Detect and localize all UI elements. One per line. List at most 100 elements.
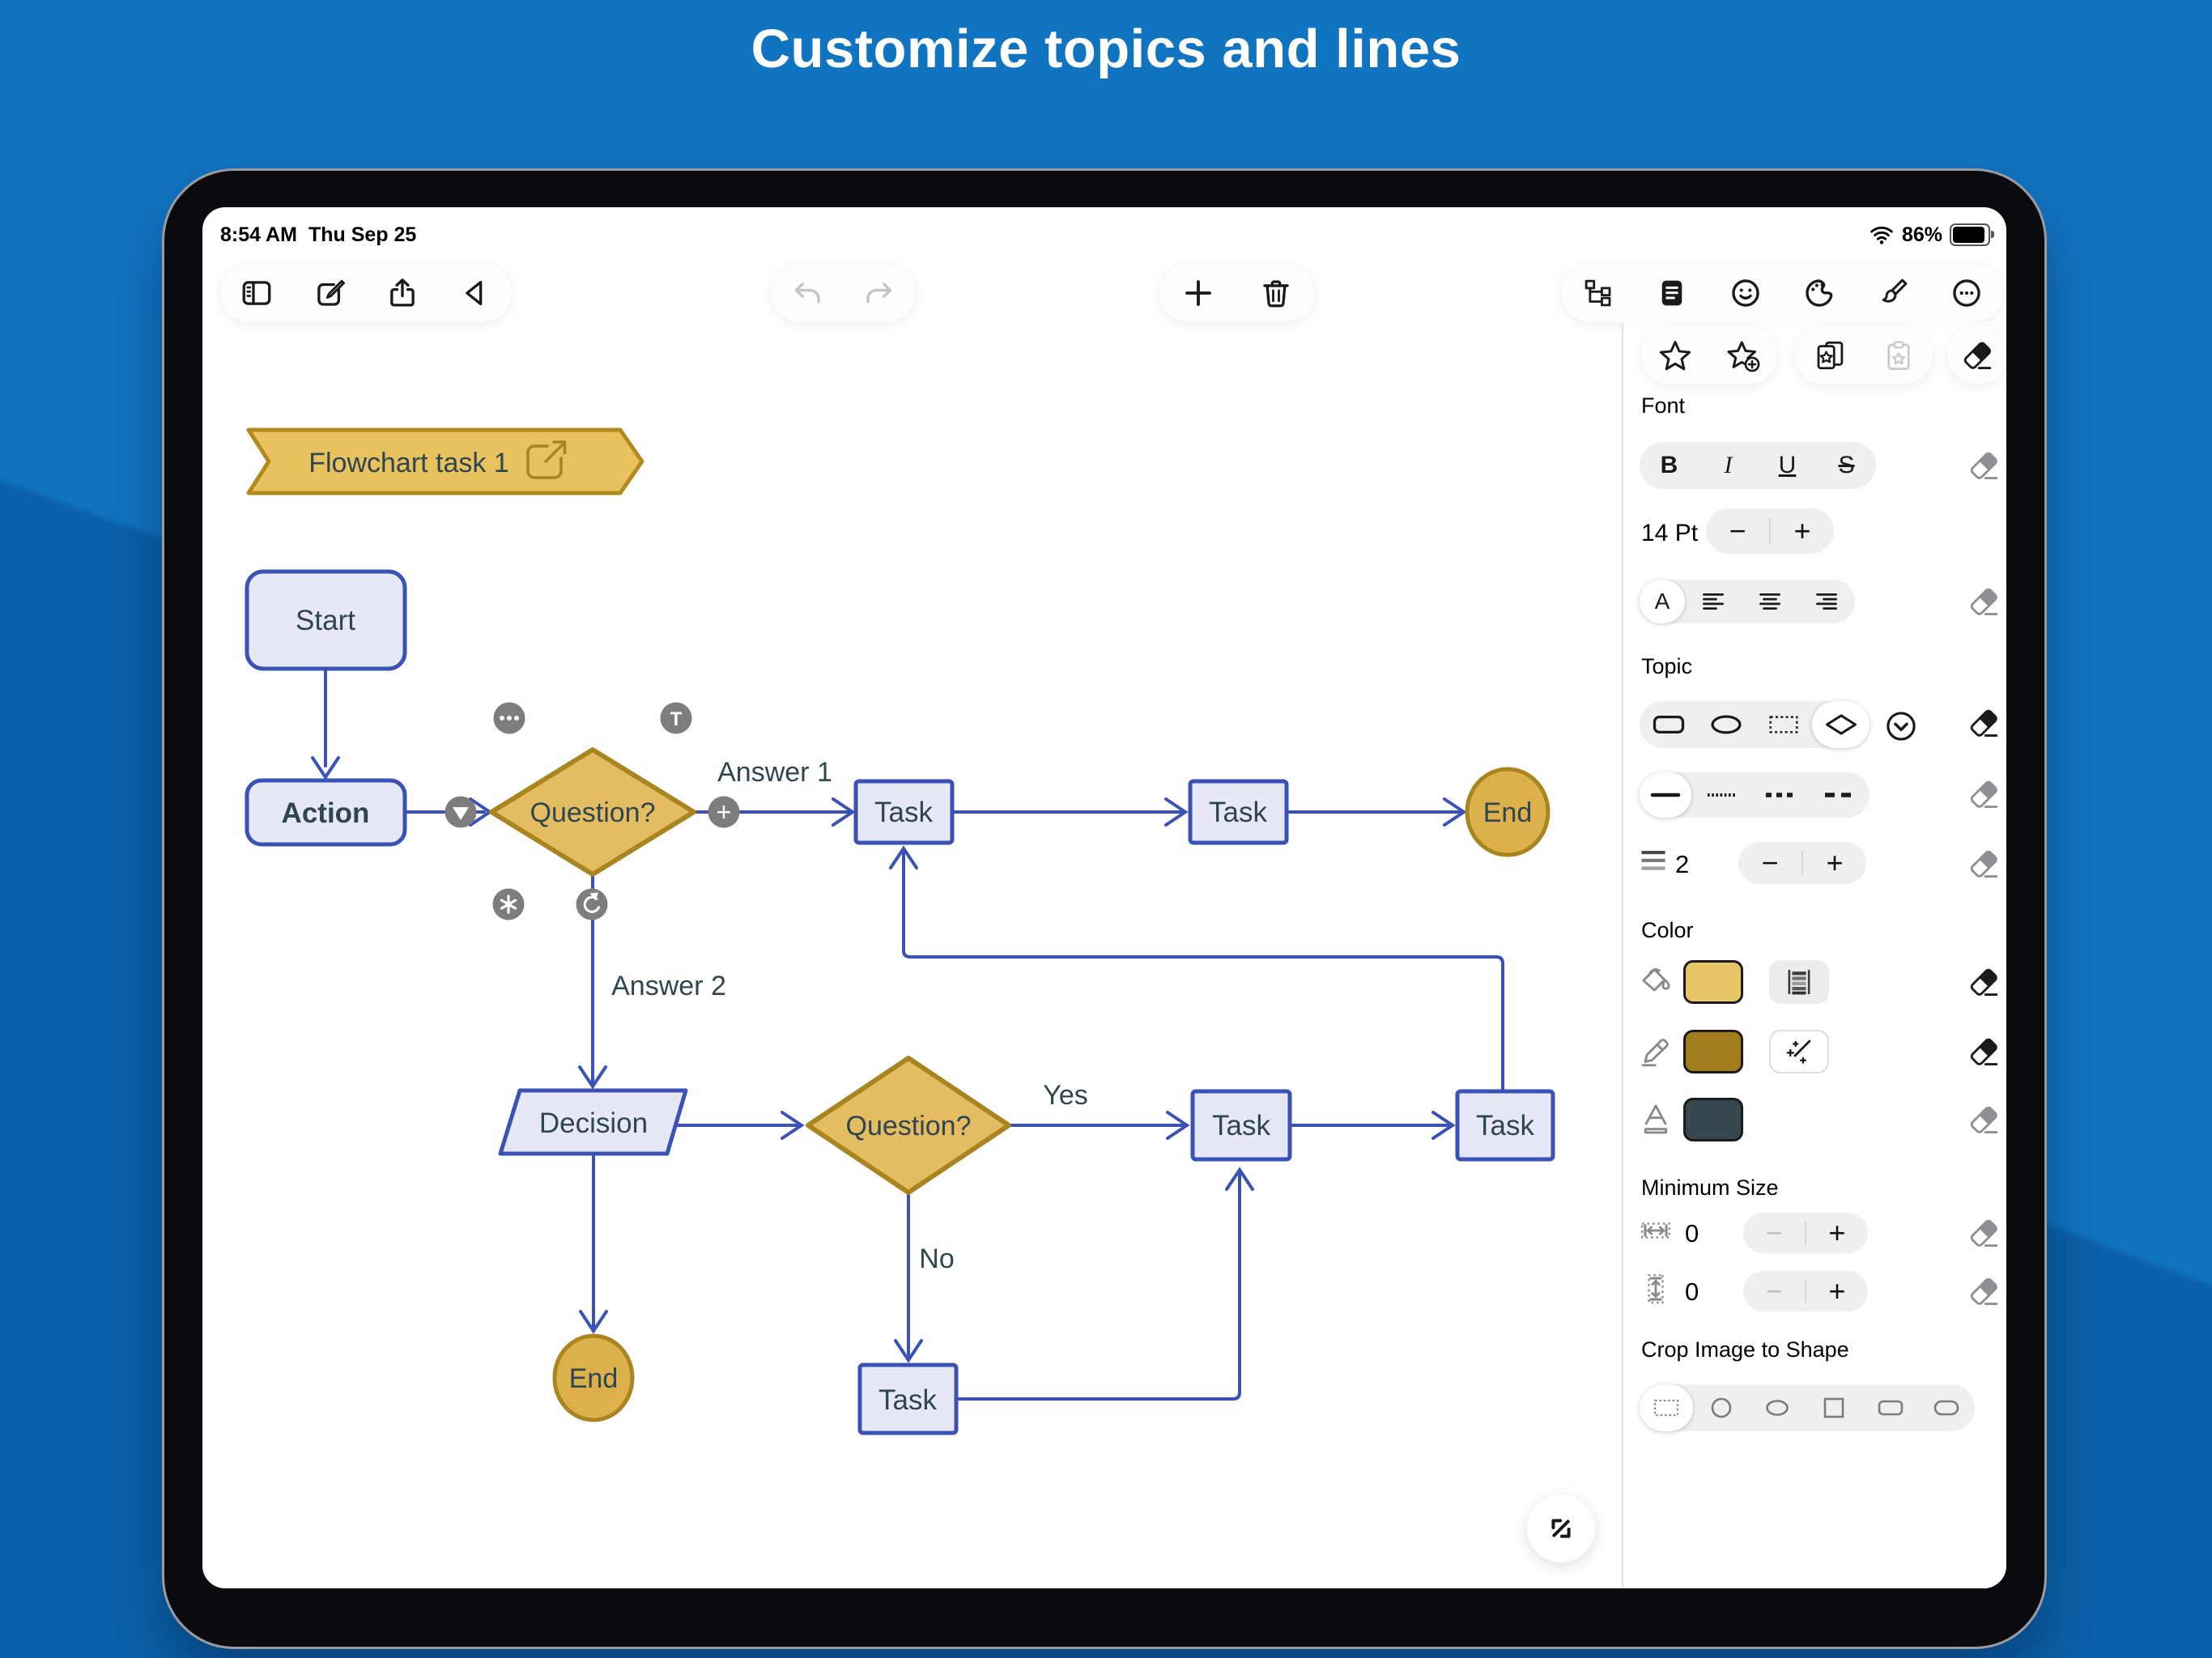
bold-button[interactable]: B bbox=[1640, 442, 1699, 489]
style-button[interactable] bbox=[1790, 264, 1848, 322]
handle-collapse[interactable] bbox=[445, 796, 477, 828]
resize-canvas-button[interactable] bbox=[1527, 1494, 1595, 1562]
add-node-button[interactable] bbox=[1169, 264, 1227, 322]
copy-style-icon bbox=[1813, 338, 1847, 372]
node-task-2[interactable]: Task bbox=[1188, 779, 1289, 845]
italic-button[interactable]: I bbox=[1699, 442, 1758, 489]
node-start[interactable]: Start bbox=[245, 569, 407, 671]
redo-button[interactable] bbox=[850, 264, 908, 322]
line-style-eraser-button[interactable] bbox=[1967, 777, 2001, 811]
auto-style-button[interactable] bbox=[1769, 1030, 1829, 1073]
min-height-decrease-button[interactable]: − bbox=[1743, 1271, 1805, 1312]
min-height-increase-button[interactable]: + bbox=[1806, 1271, 1868, 1312]
line-dashed-button[interactable] bbox=[1750, 772, 1810, 818]
back-button[interactable] bbox=[446, 264, 504, 322]
stroke-increase-button[interactable]: + bbox=[1803, 842, 1866, 884]
edge-label-answer1[interactable]: Answer 1 bbox=[717, 757, 832, 788]
node-task-yes[interactable]: Task bbox=[1190, 1089, 1292, 1162]
share-button[interactable] bbox=[373, 264, 432, 322]
more-button[interactable] bbox=[1938, 264, 1996, 322]
crop-none-button[interactable] bbox=[1640, 1384, 1693, 1431]
delete-button[interactable] bbox=[1247, 264, 1305, 322]
connectors bbox=[311, 667, 1504, 1401]
node-action[interactable]: Action bbox=[245, 778, 407, 847]
crop-circle-button[interactable] bbox=[1693, 1384, 1750, 1431]
redo-icon bbox=[866, 283, 891, 304]
line-longdash-button[interactable] bbox=[1810, 772, 1870, 818]
notes-button[interactable] bbox=[1643, 264, 1701, 322]
node-task-no[interactable]: Task bbox=[857, 1363, 959, 1435]
shape-none-button[interactable] bbox=[1755, 701, 1812, 748]
node-decision[interactable]: Decision bbox=[498, 1088, 688, 1156]
border-color-swatch[interactable] bbox=[1683, 1030, 1743, 1073]
topic-shape-eraser-button[interactable] bbox=[1967, 706, 2001, 740]
edge-label-answer2[interactable]: Answer 2 bbox=[611, 971, 726, 1001]
flowchart-canvas[interactable]: Flowchart task 1 Start Action Question? bbox=[202, 322, 1622, 1588]
crop-shape-segment bbox=[1640, 1384, 1975, 1431]
format-button[interactable] bbox=[1864, 264, 1922, 322]
more-shapes-button[interactable] bbox=[1884, 709, 1916, 742]
crop-square-button[interactable] bbox=[1806, 1384, 1862, 1431]
shape-ellipse-button[interactable] bbox=[1697, 701, 1755, 748]
clear-all-style-button[interactable] bbox=[1949, 327, 2006, 384]
edge-label-yes[interactable]: Yes bbox=[1043, 1080, 1087, 1111]
outline-button[interactable] bbox=[1569, 264, 1627, 322]
undo-button[interactable] bbox=[778, 264, 836, 322]
min-width-increase-button[interactable]: + bbox=[1806, 1213, 1868, 1253]
add-favorite-style-button[interactable] bbox=[1711, 327, 1776, 384]
border-color-eraser-button[interactable] bbox=[1967, 1035, 2001, 1069]
text-align-eraser-button[interactable] bbox=[1967, 585, 2001, 619]
node-banner[interactable]: Flowchart task 1 bbox=[246, 427, 644, 495]
text-color-swatch[interactable] bbox=[1683, 1098, 1743, 1141]
node-end-1[interactable]: End bbox=[1465, 767, 1551, 857]
fill-color-eraser-button[interactable] bbox=[1967, 965, 2001, 999]
min-width-decrease-button[interactable]: − bbox=[1743, 1213, 1805, 1253]
copy-style-button[interactable] bbox=[1797, 327, 1862, 384]
compose-button[interactable] bbox=[300, 264, 359, 322]
handle-loop[interactable] bbox=[576, 888, 608, 920]
font-style-eraser-button[interactable] bbox=[1967, 449, 2001, 483]
node-question-2[interactable]: Question? bbox=[806, 1056, 1011, 1195]
align-auto-button[interactable]: A bbox=[1640, 580, 1685, 623]
stroke-decrease-button[interactable]: − bbox=[1738, 842, 1802, 884]
handle-text[interactable]: T bbox=[660, 702, 692, 734]
align-center-button[interactable] bbox=[1742, 580, 1798, 623]
align-right-button[interactable] bbox=[1798, 580, 1855, 623]
align-left-button[interactable] bbox=[1685, 580, 1742, 623]
min-width-stepper: − + bbox=[1743, 1213, 1868, 1253]
handle-add[interactable]: + bbox=[708, 796, 740, 828]
fill-color-swatch[interactable] bbox=[1683, 960, 1743, 1004]
handle-asterisk[interactable] bbox=[492, 888, 525, 920]
shape-rounded-rect-button[interactable] bbox=[1640, 701, 1697, 748]
shape-diamond-button[interactable] bbox=[1812, 701, 1870, 748]
underline-button[interactable]: U bbox=[1758, 442, 1817, 489]
node-task-1[interactable]: Task bbox=[853, 779, 955, 845]
crop-pill-icon bbox=[1933, 1400, 1959, 1416]
eraser-icon bbox=[1967, 706, 2001, 740]
strikethrough-button[interactable]: S bbox=[1817, 442, 1876, 489]
crop-rounded-rect-button[interactable] bbox=[1862, 1384, 1919, 1431]
node-task-right[interactable]: Task bbox=[1455, 1089, 1555, 1162]
stickers-button[interactable] bbox=[1716, 264, 1775, 322]
font-size-decrease-button[interactable]: − bbox=[1706, 508, 1769, 554]
sidebar-toggle-button[interactable] bbox=[228, 264, 286, 322]
node-end-2[interactable]: End bbox=[552, 1333, 635, 1422]
crop-ellipse-button[interactable] bbox=[1750, 1384, 1806, 1431]
favorite-style-button[interactable] bbox=[1643, 327, 1708, 384]
font-size-increase-button[interactable]: + bbox=[1771, 508, 1834, 554]
fill-gradient-button[interactable] bbox=[1769, 960, 1829, 1004]
paste-style-button[interactable] bbox=[1866, 327, 1931, 384]
eraser-icon bbox=[1967, 847, 2001, 881]
line-solid-button[interactable] bbox=[1640, 772, 1691, 818]
min-width-eraser-button[interactable] bbox=[1967, 1216, 2001, 1250]
handle-more[interactable] bbox=[493, 702, 525, 734]
node-question-1[interactable]: Question? bbox=[489, 747, 696, 877]
edge-label-no[interactable]: No bbox=[919, 1244, 954, 1274]
line-dotted-button[interactable] bbox=[1691, 772, 1750, 818]
smiley-icon bbox=[1731, 279, 1759, 307]
stroke-width-eraser-button[interactable] bbox=[1967, 847, 2001, 881]
min-height-eraser-button[interactable] bbox=[1967, 1274, 2001, 1308]
crop-pill-button[interactable] bbox=[1918, 1384, 1975, 1431]
text-color-eraser-button[interactable] bbox=[1967, 1103, 2001, 1137]
gradient-bars-icon bbox=[1788, 970, 1810, 995]
